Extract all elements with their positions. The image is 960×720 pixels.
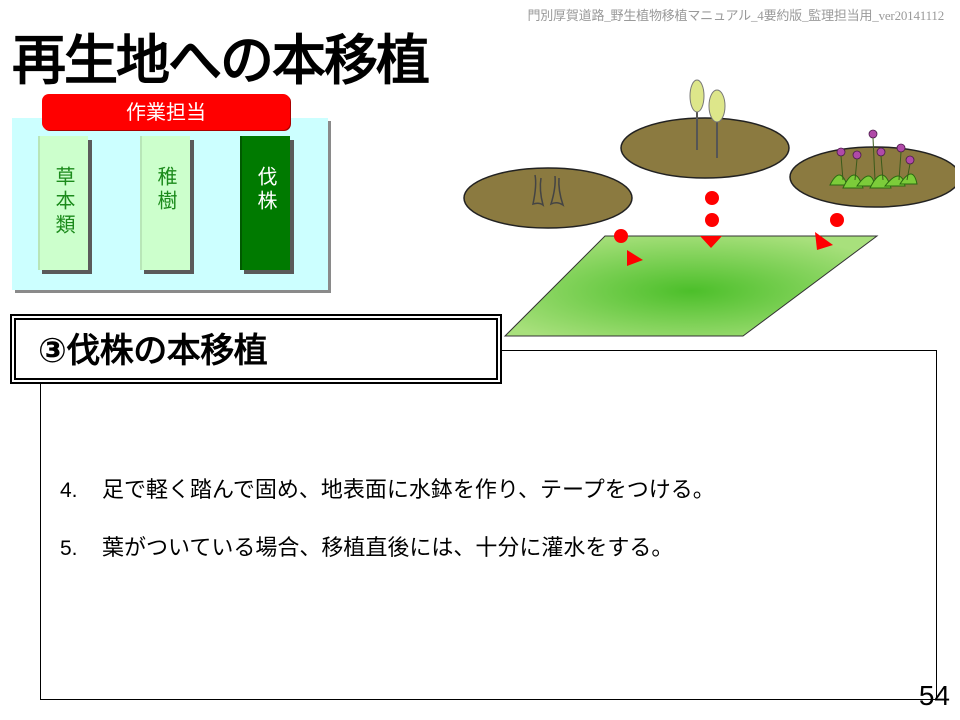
role-card-herbs: 草本類 [38,136,88,270]
page-number: 54 [918,680,950,711]
step-text: 葉がついている場合、移植直後には、十分に灌水をする。 [102,536,674,561]
section-title: ③伐株の本移植 [14,318,498,380]
herb-icon [829,129,918,189]
document-id: 門別厚賀道路_野生植物移植マニュアル_4要約版_監理担当用_ver2014111… [527,8,944,23]
page-title: 再生地への本移植 [12,29,430,92]
step-item: 4. 足で軽く踏んで固め、地表面に水鉢を作り、テープをつける。 [60,472,920,530]
ground-patch-stumps [463,167,633,229]
role-header: 作業担当 [42,94,290,130]
role-card-saplings: 稚樹 [140,136,190,270]
step-number: 4. [60,479,78,502]
movement-markers [614,191,844,266]
transplant-illustration [463,79,955,337]
step-item: 5. 葉がついている場合、移植直後には、十分に灌水をする。 [60,530,920,588]
step-number: 5. [60,537,78,560]
content-frame [40,350,937,700]
step-text: 足で軽く踏んで固め、地表面に水鉢を作り、テープをつける。 [102,478,715,503]
sapling-icon [689,79,726,158]
role-card-herbs-label: 草本類 [52,166,76,238]
stump-icon [531,174,565,207]
role-card-saplings-label: 稚樹 [154,166,178,214]
role-card-stumps: 伐株 [240,136,290,270]
step-list: 4. 足で軽く踏んで固め、地表面に水鉢を作り、テープをつける。 5. 葉がついて… [60,472,920,588]
ground-patch-herbs [789,146,955,208]
ground-patch-saplings [620,117,790,179]
role-card-stumps-label: 伐株 [254,166,278,214]
transplant-plot [503,235,879,337]
